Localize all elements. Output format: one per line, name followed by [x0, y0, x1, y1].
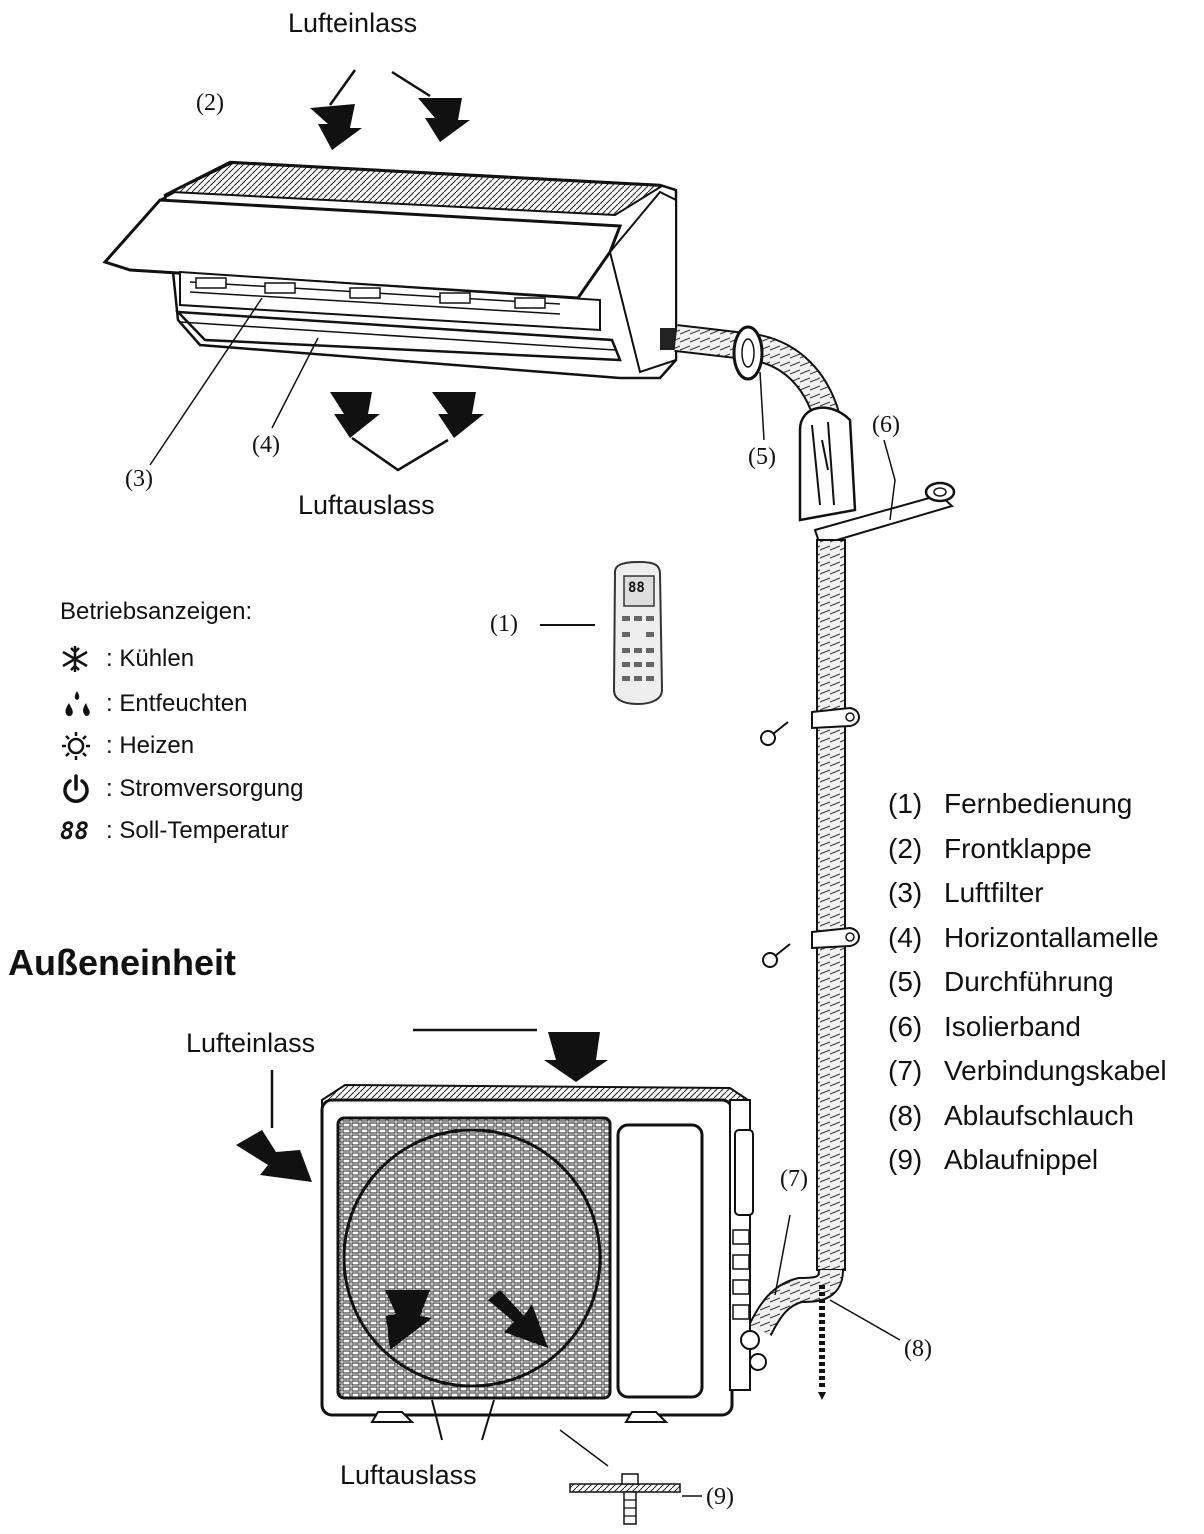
outdoor-inlet-arrows — [236, 1028, 608, 1182]
callout-9: (9) — [706, 1484, 734, 1510]
droplets-icon — [60, 687, 100, 721]
indoor-unit — [102, 160, 678, 380]
screw — [760, 721, 791, 968]
indicator-label: Heizen — [119, 732, 195, 759]
indoor-outlet-arrows — [330, 392, 484, 472]
legend-item: (8)Ablaufschlauch — [888, 1099, 1134, 1131]
indicator-row-dehumidify: : Entfeuchten — [60, 687, 247, 721]
callout-7: (7) — [780, 1166, 808, 1192]
legend-item: (4)Horizontallamelle — [888, 921, 1159, 953]
indicator-label: Stromversorgung — [119, 775, 304, 802]
drain-nipple — [559, 1429, 702, 1525]
legend-item: (1)Fernbedienung — [888, 788, 1133, 820]
indicator-row-power: : Stromversorgung — [60, 772, 303, 806]
indicator-row-cooling: : Kühlen — [60, 642, 194, 676]
seven-segment-icon: 88 — [60, 817, 89, 845]
callout-6: (6) — [872, 412, 900, 438]
outdoor-unit — [320, 1083, 767, 1423]
legend-item: (2)Frontklappe — [888, 832, 1092, 864]
callout-8: (8) — [904, 1336, 932, 1362]
indicator-label: Entfeuchten — [119, 690, 248, 717]
snowflake-icon — [60, 642, 100, 676]
legend-item: (3)Luftfilter — [888, 877, 1044, 909]
remote-control — [540, 560, 664, 706]
callout-5: (5) — [748, 444, 776, 470]
indoor-outlet-label: Luftauslass — [298, 490, 435, 520]
callout-2: (2) — [196, 90, 224, 116]
power-icon — [60, 772, 100, 806]
legend-item: (9)Ablaufnippel — [888, 1144, 1099, 1176]
indoor-inlet-arrows — [310, 69, 470, 150]
fan-grill — [336, 1116, 612, 1400]
indicator-row-heating: : Heizen — [60, 729, 194, 763]
indoor-inlet-label: Lufteinlass — [288, 8, 418, 38]
sun-icon — [60, 729, 100, 763]
outdoor-inlet-label: Lufteinlass — [186, 1028, 316, 1058]
indicator-label: Soll-Temperatur — [119, 817, 289, 844]
pipe-assembly — [674, 324, 956, 1400]
callout-1: (1) — [490, 611, 518, 637]
indicator-label: Kühlen — [119, 645, 195, 672]
outdoor-outlet-arrows — [385, 1290, 548, 1441]
callout-3: (3) — [125, 466, 153, 492]
legend-item: (5)Durchführung — [888, 966, 1114, 998]
callout-4: (4) — [252, 432, 280, 458]
indicators-title: Betriebsanzeigen: — [60, 598, 253, 625]
remote-display: 88 — [628, 580, 645, 596]
legend-item: (6)Isolierband — [888, 1010, 1081, 1042]
outdoor-unit-title: Außeneinheit — [8, 942, 237, 983]
parts-legend: (1)Fernbedienung (2)Frontklappe (3)Luftf… — [888, 782, 1167, 1183]
legend-item: (7)Verbindungskabel — [888, 1055, 1167, 1087]
outdoor-outlet-label: Luftauslass — [340, 1460, 477, 1490]
indicator-row-set-temperature: 88 : Soll-Temperatur — [60, 814, 289, 848]
